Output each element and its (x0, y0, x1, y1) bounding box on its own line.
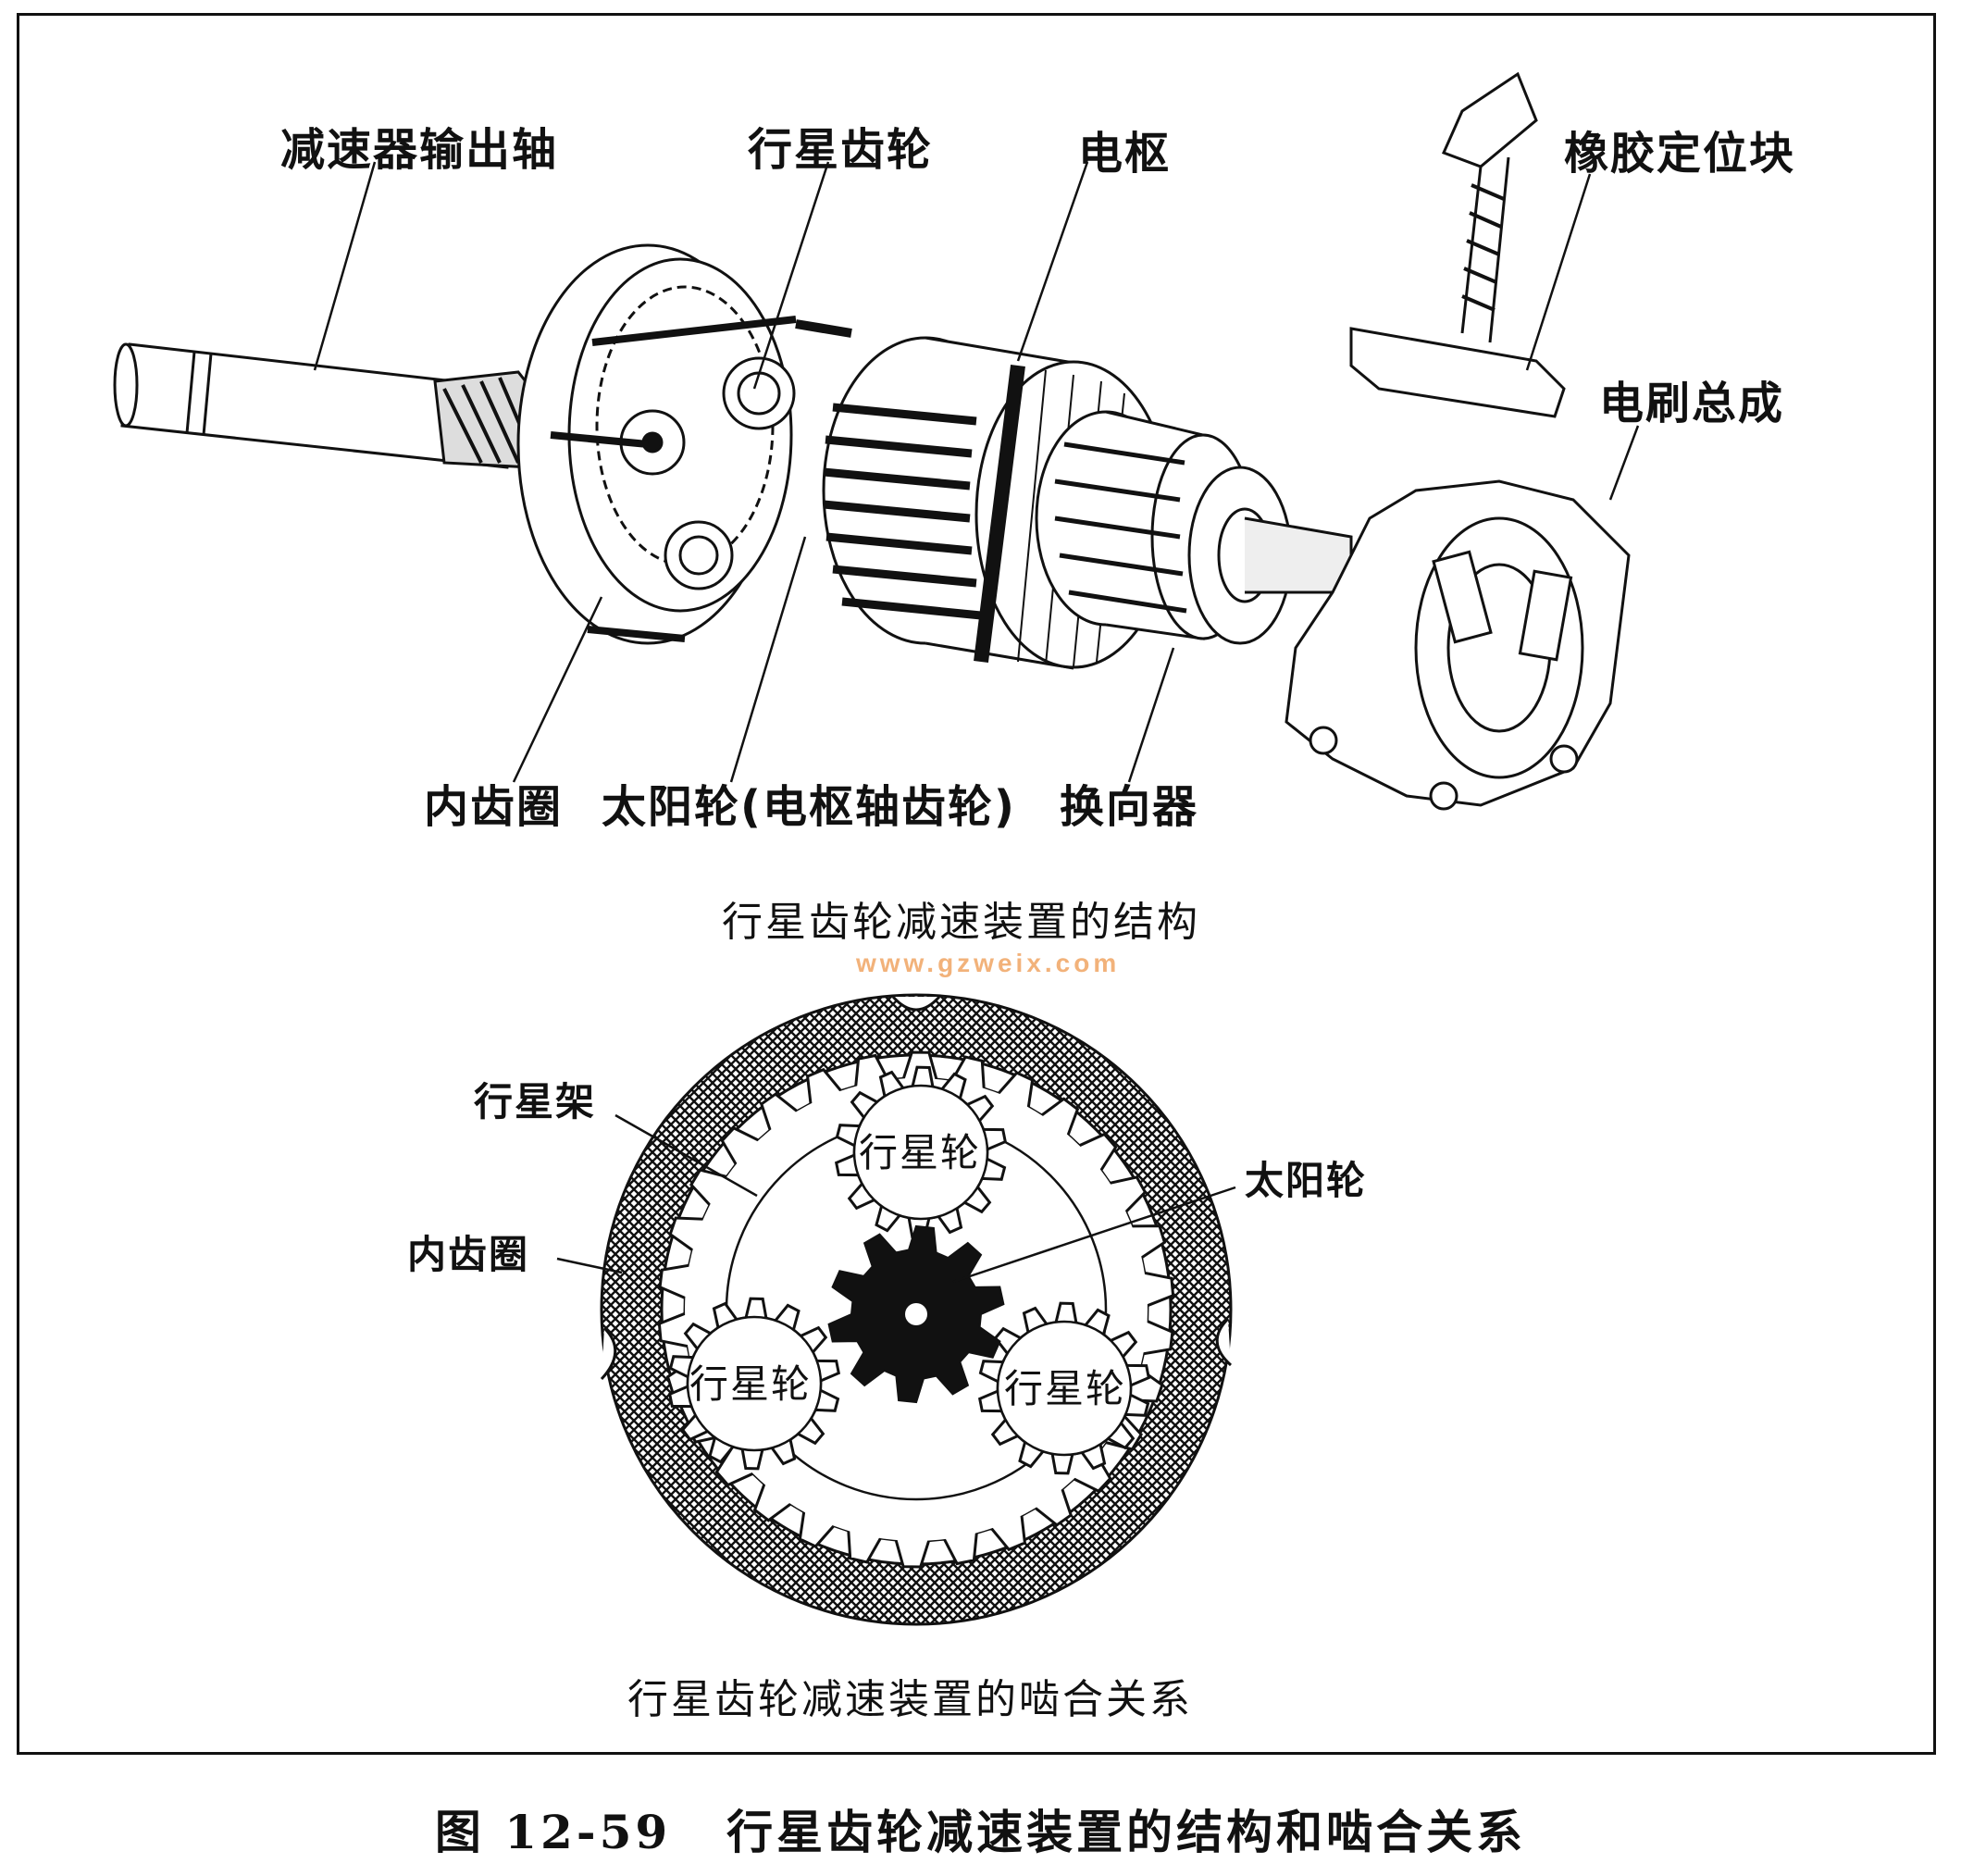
label-planet-left: 行星轮 (689, 1361, 813, 1407)
sun-gear-bore (905, 1303, 927, 1325)
brush-assembly-drawing (1285, 479, 1631, 811)
planet-gears (667, 1065, 1151, 1475)
label-ring-gear-bottom: 内齿圈 (407, 1232, 530, 1277)
label-ring-gear-top: 内齿圈 (424, 781, 564, 833)
label-sun-gear: 太阳轮 (1245, 1158, 1368, 1203)
label-brush-assembly: 电刷总成 (1599, 378, 1785, 429)
meshing-diagram (556, 993, 1236, 1626)
armature-core (822, 336, 1173, 670)
planet-gear-right-hub (996, 1320, 1133, 1457)
rubber-locator-block (1349, 71, 1566, 418)
label-planet-top: 行星轮 (859, 1130, 982, 1175)
label-planet-gear: 行星齿轮 (748, 124, 934, 176)
figure-number: 图 12-59 (434, 1805, 672, 1859)
figure-title: 行星齿轮减速装置的结构和啮合关系 (726, 1805, 1527, 1859)
caption-meshing: 行星齿轮减速装置的啮合关系 (627, 1676, 1193, 1723)
caption-structure: 行星齿轮减速装置的结构 (722, 899, 1200, 946)
label-sun-gear-armature-shaft: 太阳轮(电枢轴齿轮) (602, 781, 1016, 833)
label-commutator: 换向器 (1060, 781, 1199, 833)
label-rubber-locator: 橡胶定位块 (1564, 128, 1796, 180)
sun-gear-drawing (827, 1224, 1005, 1404)
planet-gear-top-hub (852, 1084, 989, 1221)
planet-gear-left-hub (686, 1315, 823, 1452)
label-armature: 电枢 (1078, 128, 1172, 180)
planetary-gear-disk (516, 243, 852, 645)
label-reducer-output-shaft: 减速器输出轴 (280, 124, 559, 176)
planet-gear-left (667, 1297, 841, 1471)
reducer-output-shaft (113, 342, 548, 469)
figure-frame (17, 13, 1936, 1755)
leader-lines-top (313, 161, 1640, 783)
planet-gear-right (977, 1301, 1151, 1475)
leader-lines-bottom (556, 1113, 1236, 1284)
watermark: www.gzweix.com (856, 949, 1121, 977)
label-planet-carrier: 行星架 (474, 1079, 597, 1124)
planet-gear-top (834, 1065, 1008, 1239)
ring-gear-drawing (600, 993, 1233, 1626)
commutator-drawing (1035, 410, 1353, 645)
label-planet-right: 行星轮 (1004, 1366, 1127, 1411)
